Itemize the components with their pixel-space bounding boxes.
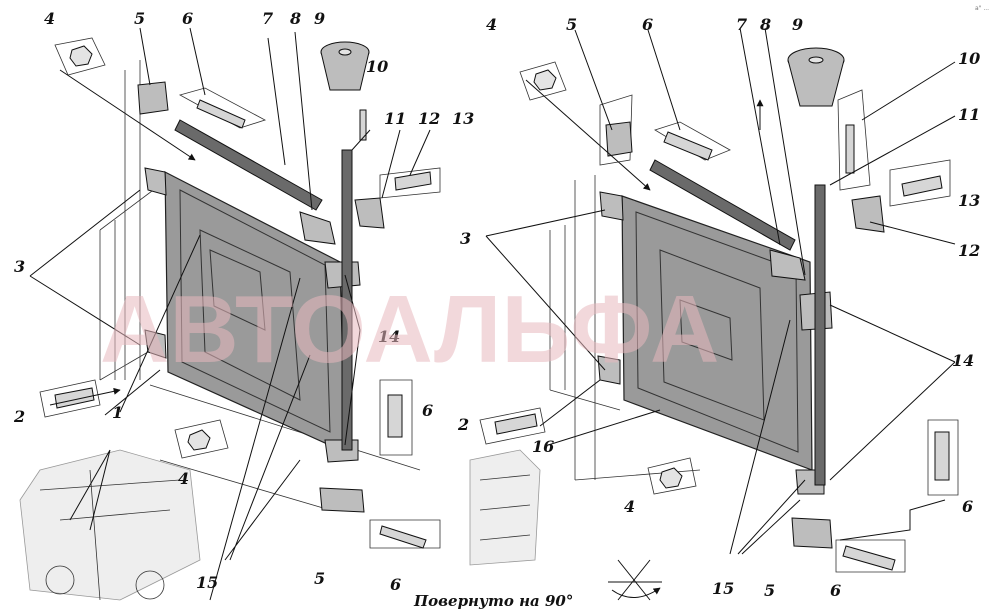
- right-clip: [851, 195, 885, 233]
- right-label-7: 7: [736, 15, 747, 34]
- watermark: АВТОАЛЬФА: [100, 276, 719, 383]
- right-label-4b: 4: [624, 497, 635, 516]
- rotation-symbol: [608, 559, 662, 601]
- left-label-14: 14: [378, 327, 400, 346]
- left-screw: [359, 109, 367, 141]
- left-label-13: 13: [452, 109, 474, 128]
- left-leaders: [29, 27, 431, 601]
- right-upper-mount: [605, 121, 633, 157]
- right-label-8: 8: [759, 15, 771, 34]
- left-clip: [354, 197, 385, 229]
- right-bolts: [479, 121, 959, 573]
- left-vehicle-sketch: [19, 449, 201, 601]
- right-label-12: 12: [958, 241, 980, 260]
- right-bushing: [787, 47, 845, 107]
- left-lower-mount: [319, 487, 365, 513]
- left-label-4a: 4: [44, 9, 55, 28]
- right-label-15: 15: [712, 579, 734, 598]
- right-label-5a: 5: [566, 15, 577, 34]
- left-bracket: [299, 211, 336, 245]
- right-bracket: [769, 249, 806, 281]
- left-label-6b: 6: [422, 401, 433, 420]
- left-assembly: 1 2 3 4 4 5 5 6 6 7 8 9 10 11 12 13 14 1…: [13, 9, 474, 601]
- left-label-3: 3: [14, 257, 25, 276]
- right-leaders: [485, 27, 956, 555]
- right-callouts: 2 3 4 4 5 5 6 6 7 8 9 10 11 12 13 14 15 …: [457, 15, 980, 600]
- right-label-4a: 4: [486, 15, 497, 34]
- right-nuts: [519, 61, 697, 495]
- left-label-12: 12: [418, 109, 440, 128]
- right-label-6c: 6: [830, 581, 841, 600]
- right-label-16: 16: [532, 437, 554, 456]
- left-callouts: 1 2 3 4 4 5 5 6 6 7 8 9 10 11 12 13 14 1…: [13, 9, 474, 594]
- left-frame: [99, 60, 421, 511]
- left-label-5b: 5: [314, 569, 325, 588]
- left-label-10: 10: [366, 57, 388, 76]
- right-label-3: 3: [460, 229, 471, 248]
- right-label-14: 14: [952, 351, 974, 370]
- left-bar: [174, 119, 323, 211]
- left-upper-mount: [137, 81, 169, 115]
- right-rod: [814, 184, 826, 486]
- left-label-7: 7: [262, 9, 273, 28]
- left-bolts: [39, 87, 441, 549]
- right-assembly: 2 3 4 4 5 5 6 6 7 8 9 10 11 12 13 14 15 …: [457, 15, 980, 601]
- right-vehicle-sketch: [469, 449, 541, 566]
- right-label-11: 11: [958, 105, 980, 124]
- right-label-13: 13: [958, 191, 980, 210]
- left-label-6a: 6: [182, 9, 193, 28]
- right-bar: [649, 159, 796, 251]
- left-label-2: 2: [13, 407, 25, 426]
- right-label-9: 9: [792, 15, 803, 34]
- left-label-8: 8: [289, 9, 301, 28]
- left-label-4b: 4: [178, 469, 189, 488]
- corner-mark: a" ...: [975, 5, 989, 12]
- right-screw: [837, 89, 871, 191]
- right-label-10: 10: [958, 49, 980, 68]
- left-label-1: 1: [112, 403, 123, 422]
- left-label-5a: 5: [134, 9, 145, 28]
- left-label-9: 9: [314, 9, 325, 28]
- right-label-5b: 5: [764, 581, 775, 600]
- caption: Повернуто на 90°: [413, 592, 573, 610]
- left-label-11: 11: [384, 109, 406, 128]
- right-label-6b: 6: [962, 497, 973, 516]
- right-label-6a: 6: [642, 15, 653, 34]
- right-lower-mount: [791, 517, 833, 549]
- left-bushing: [320, 41, 370, 91]
- right-frame: [549, 94, 701, 481]
- left-nuts: [54, 37, 229, 459]
- right-label-2: 2: [457, 415, 469, 434]
- left-label-6c: 6: [390, 575, 401, 594]
- left-label-15: 15: [196, 573, 218, 592]
